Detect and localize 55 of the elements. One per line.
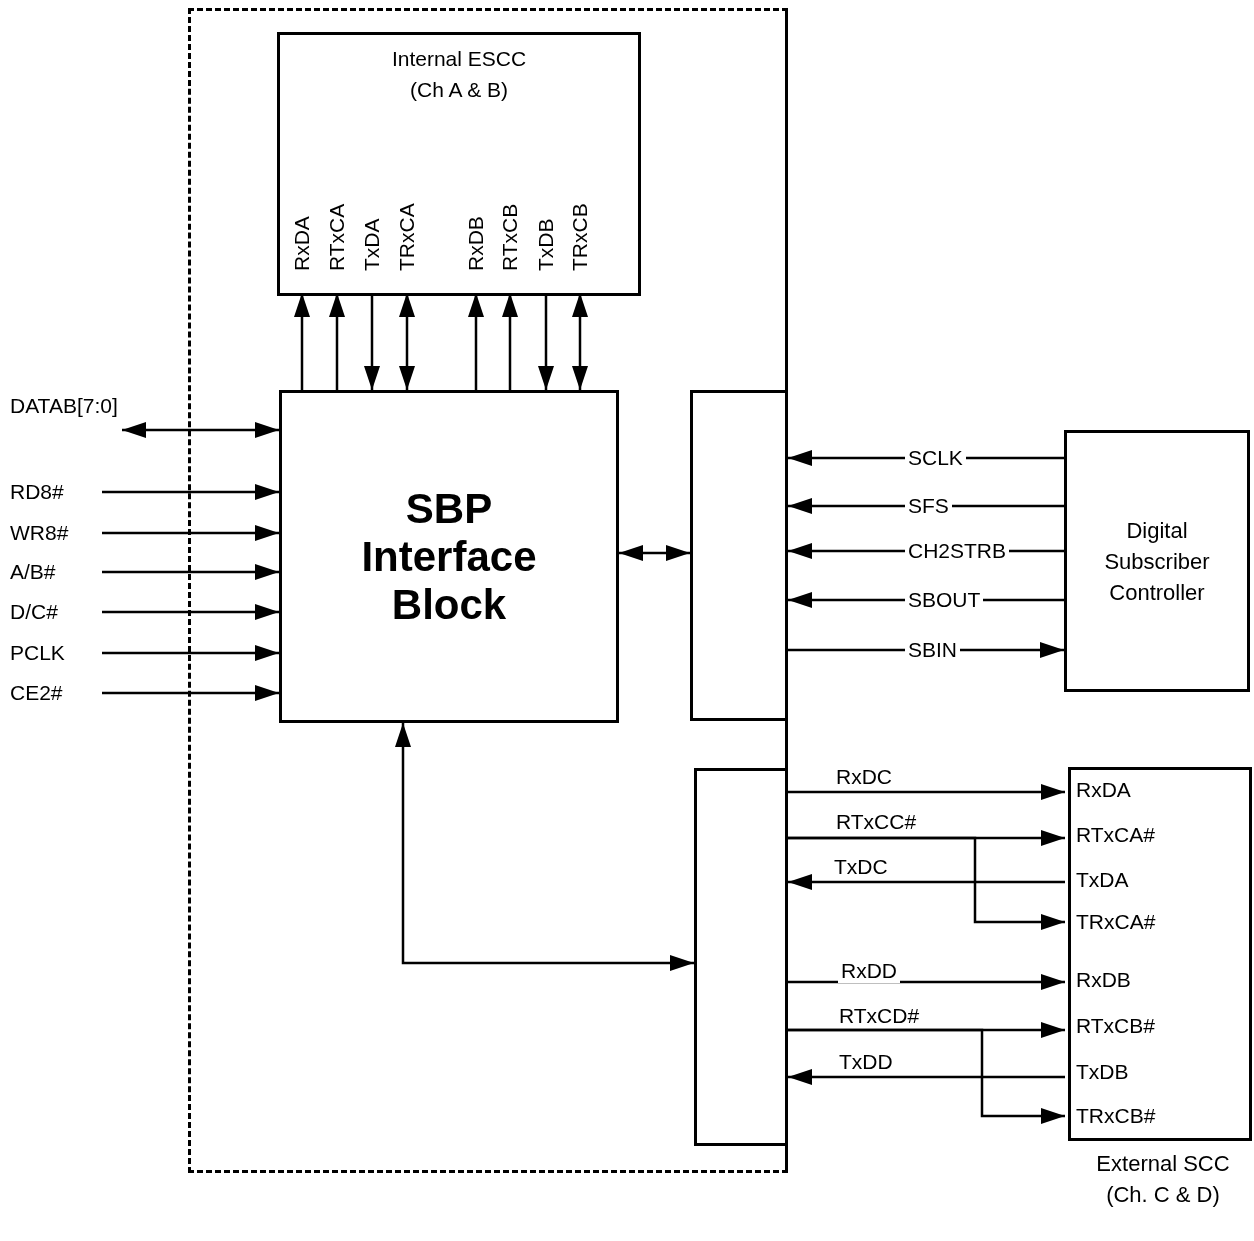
arrow xyxy=(788,1069,1065,1085)
arrow xyxy=(102,525,279,541)
pin-label: TxDB xyxy=(1065,1058,1190,1086)
pin-label: TRxCA# xyxy=(1065,908,1190,936)
pin-label: TRxCA xyxy=(394,186,420,293)
signal-label: DATAB[7:0] xyxy=(10,392,122,420)
arrow xyxy=(399,293,415,390)
block-title: SBP Interface Block xyxy=(360,484,538,629)
block-label: Digital Subscriber Controller xyxy=(1103,516,1211,607)
arrow xyxy=(122,422,279,438)
arrow xyxy=(788,1028,1065,1124)
pin-label: RTxCB xyxy=(497,186,523,293)
arrow xyxy=(468,293,484,390)
signal-label: PCLK xyxy=(10,639,102,667)
arrow xyxy=(102,604,279,620)
block-box xyxy=(690,390,788,721)
chip-boundary xyxy=(188,8,788,1173)
arrow xyxy=(395,723,694,971)
pin-label: TRxCB# xyxy=(1065,1102,1190,1130)
arrow xyxy=(502,293,518,390)
arrow xyxy=(364,293,380,390)
controller-block xyxy=(1064,430,1250,692)
block-box xyxy=(694,768,788,1146)
arrow xyxy=(102,564,279,580)
arrow xyxy=(788,784,1065,800)
arrow xyxy=(788,836,1065,930)
block-label: Internal ESCC (Ch A & B) xyxy=(390,46,528,103)
pin-label: TRxCB xyxy=(567,186,593,293)
pin-label: RTxCA# xyxy=(1065,821,1190,849)
arrow xyxy=(294,293,310,390)
pin-label: RTxCB# xyxy=(1065,1012,1190,1040)
arrow xyxy=(102,645,279,661)
arrow xyxy=(102,484,279,500)
arrow xyxy=(329,293,345,390)
interface-block xyxy=(279,390,619,723)
pin-label: RxDA xyxy=(1065,776,1190,804)
arrow xyxy=(102,685,279,701)
block-label: External SCC (Ch. C & D) xyxy=(1095,1150,1231,1209)
signal-label: D/C# xyxy=(10,598,102,626)
signal-label: A/B# xyxy=(10,558,102,586)
pin-label: TxDB xyxy=(533,186,559,293)
pin-label: RTxCA xyxy=(324,186,350,293)
pin-label: RxDB xyxy=(463,186,489,293)
signal-label: CE2# xyxy=(10,679,102,707)
arrow xyxy=(619,545,690,561)
controller-block xyxy=(277,32,641,296)
pin-label: TxDA xyxy=(1065,866,1190,894)
arrow xyxy=(572,293,588,390)
arrow xyxy=(538,293,554,390)
pin-label: RxDB xyxy=(1065,966,1190,994)
signal-label: WR8# xyxy=(10,519,102,547)
arrow xyxy=(788,874,1065,890)
signal-label: RD8# xyxy=(10,478,102,506)
pin-label: RxDA xyxy=(289,186,315,293)
pin-label: TxDA xyxy=(359,186,385,293)
